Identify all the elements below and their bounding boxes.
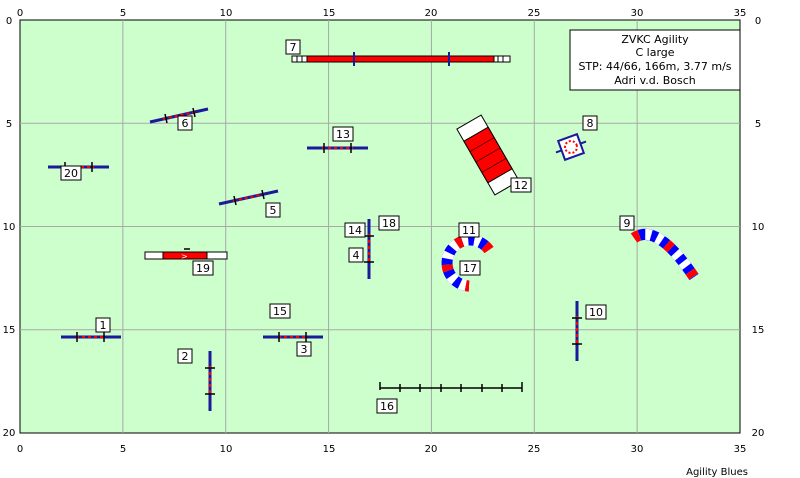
obstacle-label-1: 1: [95, 317, 111, 333]
obstacle-label-20: 20: [60, 165, 82, 181]
jump-obstacle: [61, 332, 121, 342]
x-tick-bottom: 35: [734, 444, 747, 455]
svg-text:12: 12: [514, 179, 528, 192]
jump-obstacle: [263, 332, 323, 342]
x-tick-bottom: 0: [17, 444, 23, 455]
seesaw-obstacle: >: [144, 248, 228, 261]
svg-text:15: 15: [273, 305, 287, 318]
y-tick-right: 20: [752, 428, 765, 439]
obstacle-label-14: 14: [344, 222, 366, 238]
svg-text:16: 16: [380, 400, 394, 413]
y-axis-left: 0 5 10 15 20: [3, 16, 16, 439]
jump-obstacle: [307, 143, 368, 153]
svg-text:7: 7: [290, 41, 297, 54]
obstacle-label-10: 10: [585, 304, 607, 320]
x-tick-bottom: 5: [120, 444, 126, 455]
jump-obstacle: [218, 189, 279, 206]
obstacle-label-11: 11: [458, 222, 480, 238]
svg-text:9: 9: [624, 217, 631, 230]
svg-text:17: 17: [463, 262, 477, 275]
tunnel-obstacle: [441, 234, 494, 292]
x-tick-bottom: 20: [425, 444, 438, 455]
obstacle-label-2: 2: [177, 348, 193, 364]
x-tick-top: 0: [17, 8, 23, 19]
course-judge: Adri v.d. Bosch: [614, 74, 696, 87]
x-axis-bottom: 0 5 10 15 20 25 30 35: [17, 444, 747, 455]
obstacle-label-8: 8: [582, 115, 598, 131]
course-club: ZVKC Agility: [621, 33, 689, 46]
obstacle-label-5: 5: [265, 202, 281, 218]
obstacle-label-19: 19: [192, 260, 214, 276]
x-tick-bottom: 15: [323, 444, 336, 455]
obstacle-label-6: 6: [177, 115, 193, 131]
y-tick-right: 0: [755, 16, 761, 27]
y-tick-left: 20: [3, 428, 16, 439]
footer-brand: Agility Blues: [686, 467, 748, 478]
svg-text:19: 19: [196, 262, 210, 275]
x-tick-bottom: 25: [528, 444, 541, 455]
y-tick-left: 15: [3, 325, 16, 336]
svg-text:20: 20: [64, 167, 78, 180]
obstacle-label-3: 3: [296, 341, 312, 357]
x-tick-bottom: 30: [631, 444, 644, 455]
svg-text:6: 6: [182, 117, 189, 130]
x-tick-top: 5: [120, 8, 126, 19]
course-class: C large: [635, 46, 674, 59]
x-tick-top: 10: [220, 8, 233, 19]
y-axis-right: 0 5 10 15 20: [752, 16, 765, 439]
svg-text:3: 3: [301, 343, 308, 356]
obstacle-label-9: 9: [619, 215, 635, 231]
dog-walk-obstacle: [291, 52, 511, 66]
weave-poles-obstacle: [379, 382, 523, 392]
y-tick-right: 15: [752, 325, 765, 336]
obstacle-label-18: 18: [378, 215, 400, 231]
svg-text:4: 4: [353, 249, 360, 262]
x-tick-bottom: 10: [220, 444, 233, 455]
svg-text:8: 8: [587, 117, 594, 130]
x-tick-top: 15: [323, 8, 336, 19]
y-tick-right: 10: [752, 222, 765, 233]
x-axis-top: 0 5 10 15 20 25 30 35: [17, 8, 747, 19]
obstacle-label-16: 16: [376, 398, 398, 414]
course-info-box: ZVKC Agility C large STP: 44/66, 166m, 3…: [569, 29, 741, 91]
obstacle-label-17: 17: [459, 260, 481, 276]
x-tick-top: 20: [425, 8, 438, 19]
svg-text:5: 5: [270, 204, 277, 217]
obstacle-label-4: 4: [348, 247, 364, 263]
x-tick-top: 25: [528, 8, 541, 19]
obstacle-label-15: 15: [269, 303, 291, 319]
svg-text:1: 1: [100, 319, 107, 332]
x-tick-top: 30: [631, 8, 644, 19]
x-tick-top: 35: [734, 8, 747, 19]
y-tick-right: 5: [755, 119, 761, 130]
svg-text:2: 2: [182, 350, 189, 363]
obstacle-number-labels: 7 6 13 20 8 12 5 9: [60, 39, 635, 414]
svg-text:>: >: [181, 252, 188, 261]
jump-obstacle: [572, 301, 582, 361]
course-stats: STP: 44/66, 166m, 3.77 m/s: [578, 60, 731, 73]
y-tick-left: 10: [3, 222, 16, 233]
grid-lines: [20, 20, 740, 433]
svg-text:18: 18: [382, 217, 396, 230]
y-tick-left: 0: [6, 16, 12, 27]
jump-obstacle: [205, 351, 215, 411]
obstacle-label-12: 12: [510, 177, 532, 193]
svg-text:10: 10: [589, 306, 603, 319]
obstacle-label-13: 13: [332, 126, 354, 142]
svg-text:11: 11: [462, 224, 476, 237]
tunnel-obstacle: [630, 228, 699, 281]
a-frame-obstacle: [456, 114, 520, 196]
tyre-obstacle: [555, 132, 587, 162]
svg-text:14: 14: [348, 224, 362, 237]
jump-obstacle: [364, 219, 374, 279]
y-tick-left: 5: [6, 119, 12, 130]
obstacle-label-7: 7: [285, 39, 301, 55]
svg-text:13: 13: [336, 128, 350, 141]
